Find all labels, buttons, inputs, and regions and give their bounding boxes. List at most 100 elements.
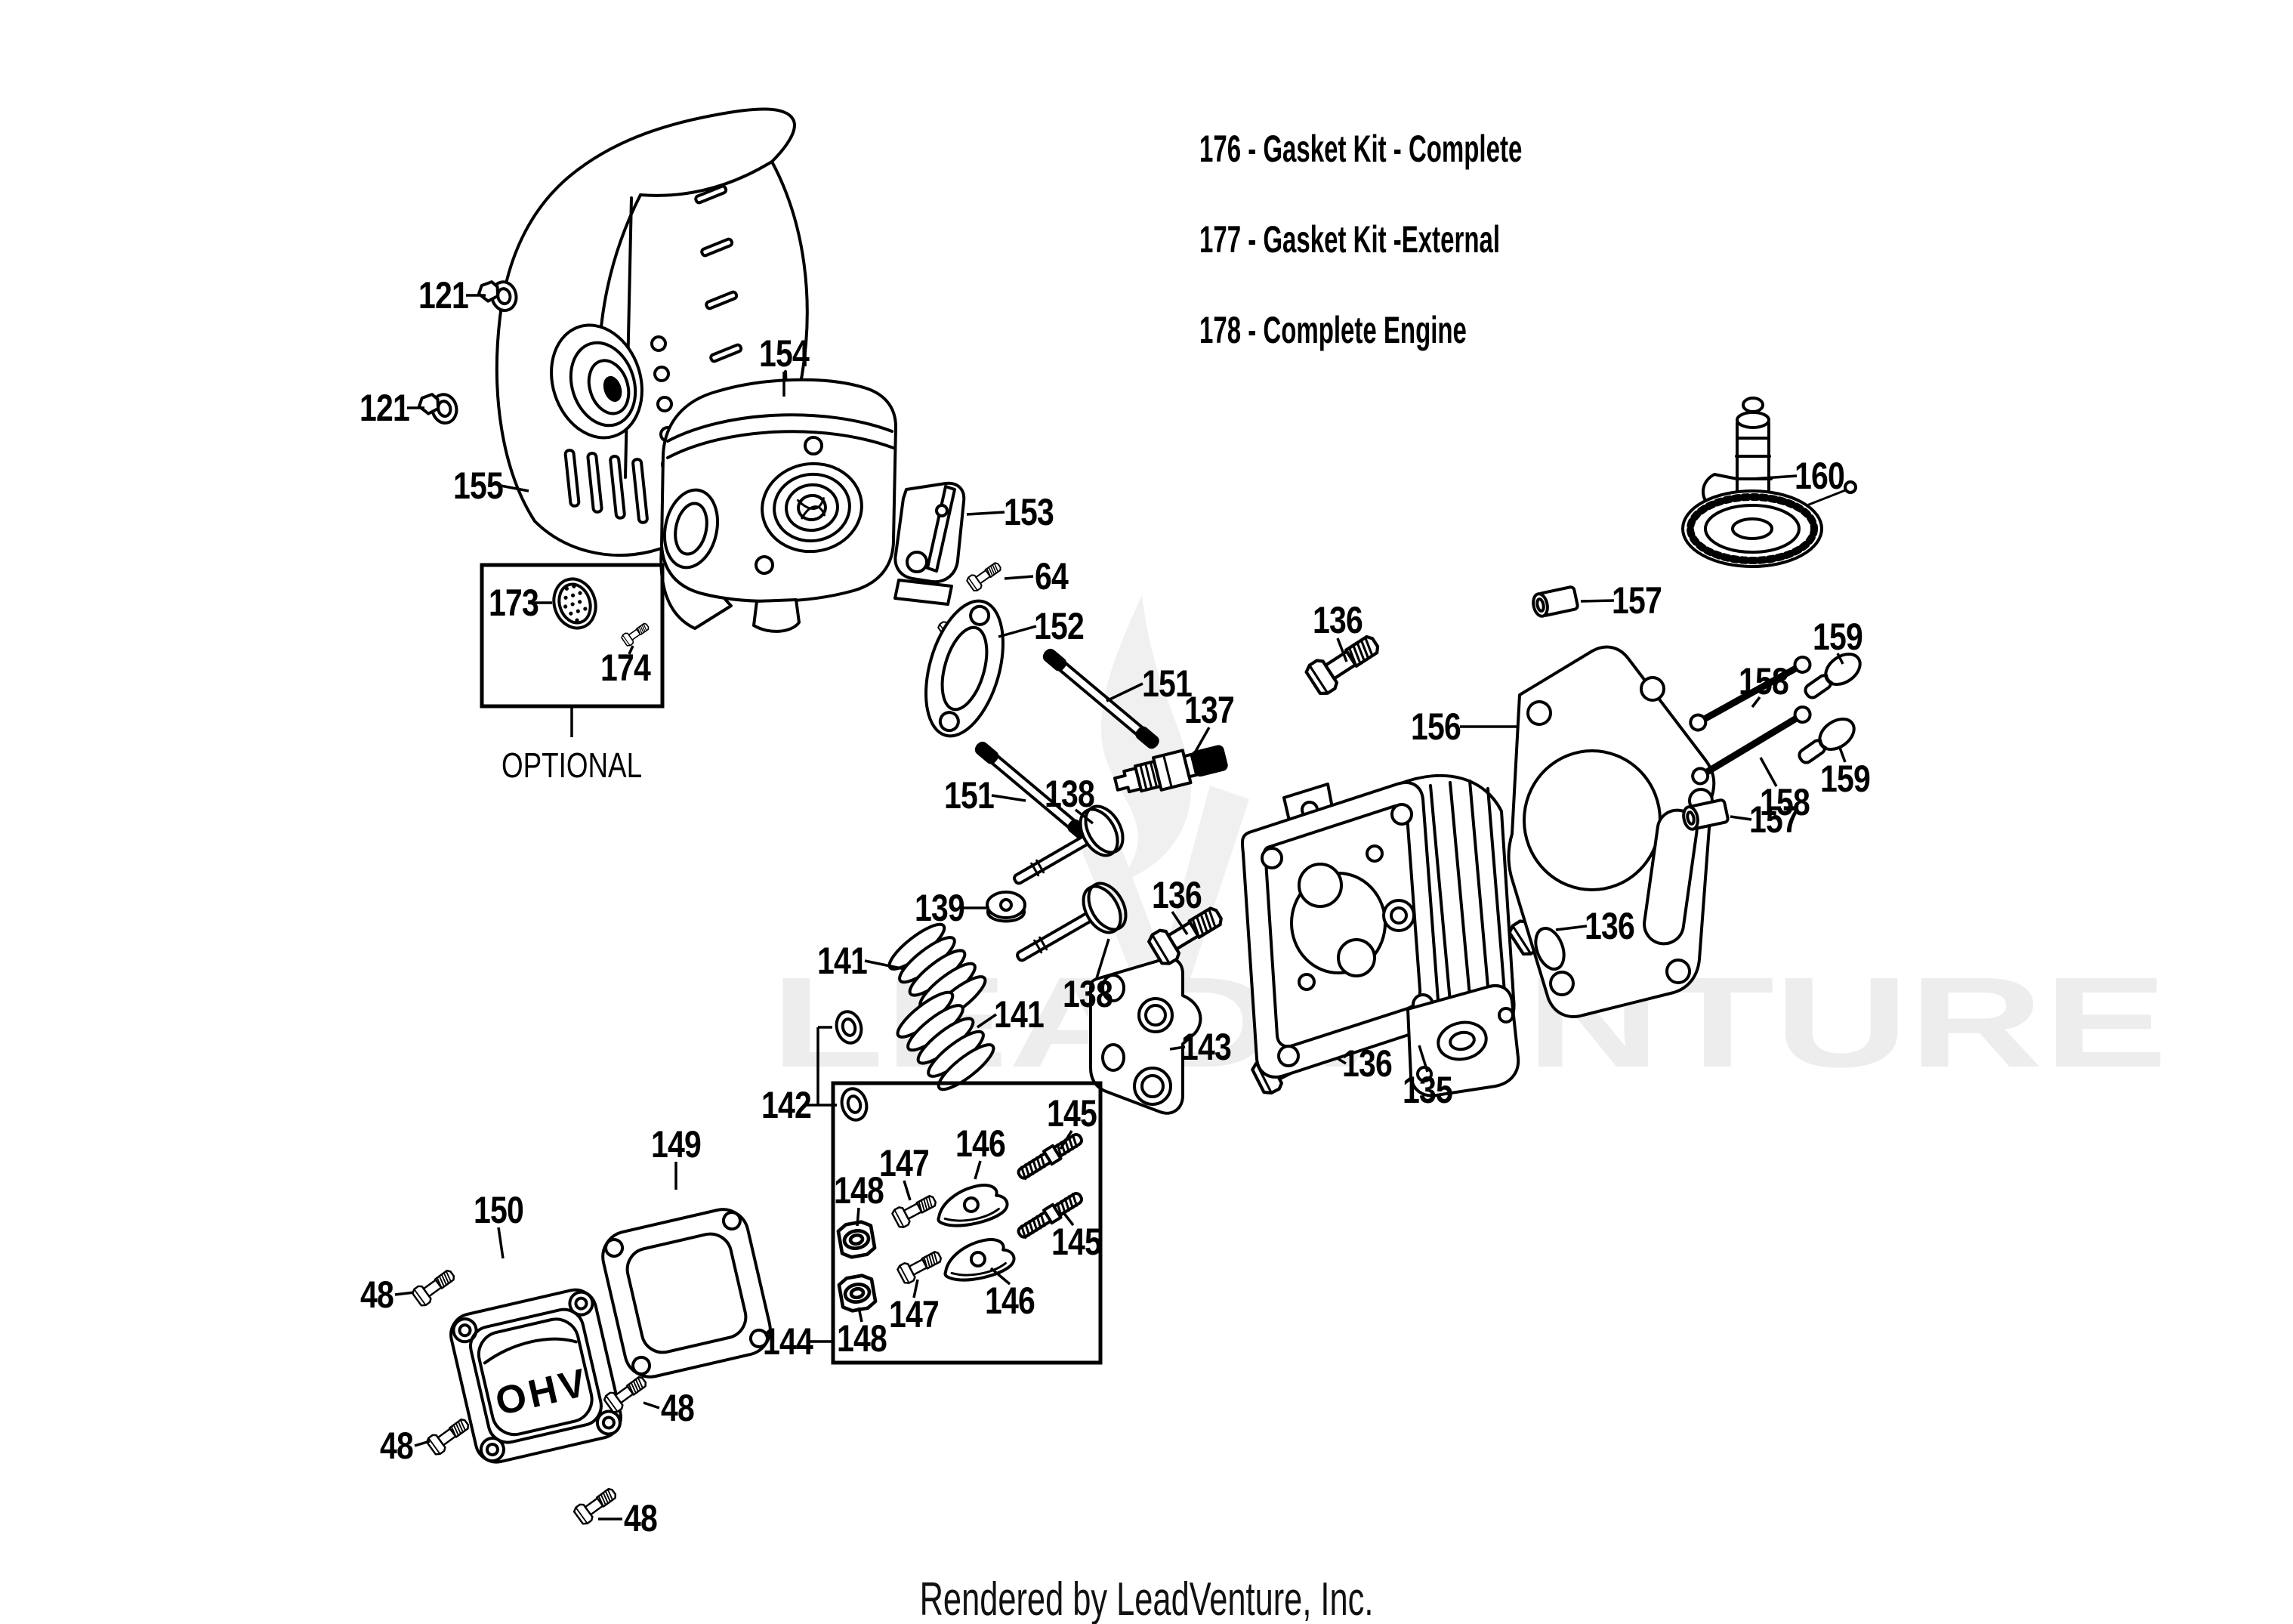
callout-label[interactable]: 157 [1612,579,1662,622]
callout-136[interactable]: 136 [1313,599,1363,662]
part-160-camshaft[interactable] [1681,397,1857,568]
callout-173[interactable]: 173 [489,582,552,624]
callout-label[interactable]: 143 [1181,1026,1232,1068]
callout-label[interactable]: 151 [1142,662,1193,705]
part-146-rocker-arm[interactable] [941,1237,1017,1283]
callout-151[interactable]: 151 [1106,662,1193,705]
callout-label[interactable]: 48 [661,1387,695,1429]
callout-label[interactable]: 148 [834,1169,884,1212]
callout-150[interactable]: 150 [474,1189,524,1259]
callout-label[interactable]: 138 [1063,973,1113,1015]
callout-label[interactable]: 157 [1749,798,1800,841]
part-149-cover-gasket[interactable] [597,1204,775,1382]
part-139-valve-seal[interactable] [986,891,1026,923]
callout-147[interactable]: 147 [889,1279,940,1335]
part-157-dowel[interactable] [1529,585,1580,619]
part-147-pivot-bolt[interactable] [895,1246,946,1286]
callout-label[interactable]: 174 [600,647,652,689]
callout-135[interactable]: 135 [1403,1045,1453,1111]
callout-157[interactable]: 157 [1730,798,1800,841]
callout-label[interactable]: 121 [360,387,410,429]
callout-138[interactable]: 138 [1063,938,1113,1015]
part-148-nut[interactable] [838,1274,877,1313]
callout-label[interactable]: 146 [955,1122,1006,1165]
part-138-valve[interactable] [1006,877,1134,980]
callout-label[interactable]: 151 [944,774,995,817]
callout-label[interactable]: 136 [1342,1042,1393,1085]
callout-174[interactable]: 174 [600,645,652,689]
part-48-bolt[interactable] [424,1413,474,1458]
callout-label[interactable]: 153 [1004,491,1054,533]
callout-label[interactable]: 138 [1045,773,1095,815]
part-148-nut[interactable] [838,1221,876,1259]
part-173-spark-arrestor[interactable] [548,573,602,633]
part-135-cylinder-head[interactable] [1241,773,1520,1098]
callout-label[interactable]: 148 [837,1317,887,1360]
callout-159[interactable]: 159 [1820,747,1871,800]
callout-label[interactable]: 159 [1820,758,1871,800]
callout-48[interactable]: 48 [360,1274,415,1316]
callout-146[interactable]: 146 [985,1267,1035,1322]
callout-158[interactable]: 158 [1759,757,1810,823]
part-143-guide-plate[interactable] [1089,957,1202,1115]
callout-label[interactable]: 150 [474,1189,524,1231]
legend-note-177[interactable]: 177 - Gasket Kit -External [1199,218,1501,261]
callout-149[interactable]: 149 [651,1123,702,1190]
callout-label[interactable]: 121 [418,274,469,316]
callout-48[interactable]: 48 [380,1425,431,1467]
callout-label[interactable]: 155 [453,465,504,507]
callout-label[interactable]: 147 [889,1293,940,1335]
callout-48[interactable]: 48 [598,1497,658,1539]
callout-label[interactable]: 141 [817,940,868,982]
callout-label[interactable]: 152 [1034,605,1085,647]
callout-121[interactable]: 121 [418,274,486,316]
callout-152[interactable]: 152 [998,605,1085,647]
callout-148[interactable]: 148 [834,1169,884,1227]
part-145-stud[interactable] [1014,1129,1086,1184]
callout-143[interactable]: 143 [1169,1026,1232,1068]
callout-158[interactable]: 158 [1739,660,1789,709]
callout-138[interactable]: 138 [1045,773,1095,825]
callout-136[interactable]: 136 [1152,874,1202,935]
part-154-muffler[interactable] [658,378,897,633]
callout-146[interactable]: 146 [955,1122,1006,1180]
part-147-pivot-bolt[interactable] [890,1190,940,1230]
callout-label[interactable]: 154 [759,332,810,375]
callout-145[interactable]: 145 [1051,1210,1102,1263]
callout-label[interactable]: 142 [761,1084,812,1126]
callout-label[interactable]: 135 [1403,1069,1453,1111]
callout-151[interactable]: 151 [944,774,1026,817]
callout-label[interactable]: 48 [380,1425,414,1467]
callout-145[interactable]: 145 [1047,1092,1097,1150]
callout-label[interactable]: 160 [1795,455,1845,497]
part-153-bracket[interactable] [893,481,966,606]
legend-note-176[interactable]: 176 - Gasket Kit - Complete [1199,128,1523,170]
callout-144[interactable]: 144 [763,1320,832,1363]
callout-139[interactable]: 139 [915,887,989,929]
callout-label[interactable]: 141 [994,993,1045,1036]
callout-label[interactable]: 48 [624,1497,658,1539]
part-174-screw[interactable] [620,619,652,648]
callout-label[interactable]: 145 [1051,1221,1102,1263]
callout-label[interactable]: 139 [915,887,965,929]
callout-label[interactable]: 136 [1585,905,1635,947]
callout-label[interactable]: 144 [763,1320,814,1363]
callout-label[interactable]: 136 [1313,599,1363,641]
part-146-rocker-arm[interactable] [934,1182,1011,1229]
part-150-valve-cover[interactable]: OHV [447,1286,625,1466]
callout-64[interactable]: 64 [1004,555,1069,597]
legend-note-178[interactable]: 178 - Complete Engine [1199,309,1467,351]
callout-label[interactable]: 173 [489,582,539,624]
callout-label[interactable]: 146 [985,1280,1035,1322]
callout-label[interactable]: 159 [1813,616,1863,658]
callout-141[interactable]: 141 [817,940,906,982]
callout-137[interactable]: 137 [1184,689,1235,756]
callout-147[interactable]: 147 [879,1142,930,1201]
callout-label[interactable]: 64 [1035,555,1069,597]
callout-155[interactable]: 155 [453,465,529,507]
callout-label[interactable]: 137 [1184,689,1235,731]
callout-153[interactable]: 153 [966,491,1054,533]
callout-159[interactable]: 159 [1813,616,1863,665]
callout-48[interactable]: 48 [643,1387,695,1429]
part-141-valve-spring[interactable] [892,986,998,1095]
